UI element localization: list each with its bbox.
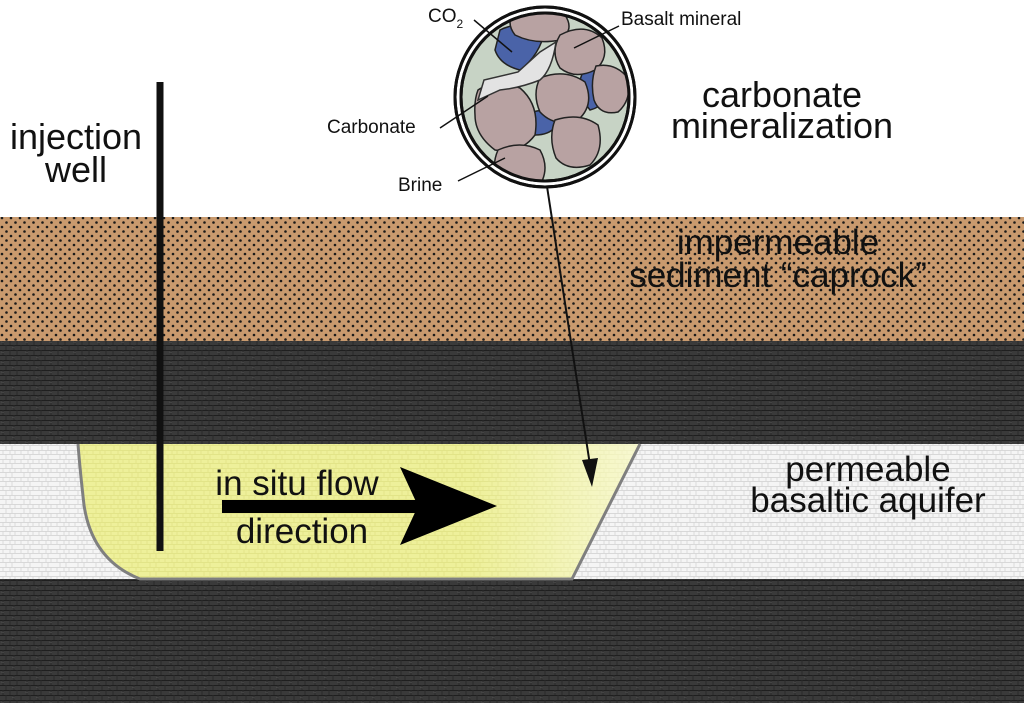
flow-label-line1: in situ flow [215, 464, 379, 503]
upper-basalt-layer [0, 341, 1024, 444]
injection-well-label-line2: well [44, 149, 107, 190]
pointer-arrow [545, 179, 598, 487]
caprock-label-line1: impermeable [677, 223, 879, 262]
basalt-mineral-label: Basalt mineral [621, 9, 741, 30]
brine-label: Brine [398, 175, 442, 196]
lower-basalt-layer [0, 579, 1024, 703]
aquifer-label-line1: permeable [785, 450, 950, 489]
co2-label: CO [428, 6, 457, 27]
inset-pore-view [453, 5, 637, 189]
caprock-label-line2: sediment “caprock” [629, 256, 927, 295]
svg-text:CO2: CO2 [428, 6, 464, 31]
flow-arrow [222, 467, 497, 545]
flow-label-line2: direction [236, 512, 368, 551]
co2-subscript: 2 [457, 17, 464, 31]
carbonate-label: Carbonate [327, 117, 416, 138]
aquifer-label-line2: basaltic aquifer [750, 481, 986, 520]
carbonate-mineralization-label-line2: mineralization [671, 105, 893, 146]
caprock-layer [0, 217, 1024, 341]
injection-well-label-line1: injection [10, 116, 142, 157]
carbonate-mineralization-label-line1: carbonate [702, 74, 862, 115]
inset-leader-lines [439, 19, 620, 182]
